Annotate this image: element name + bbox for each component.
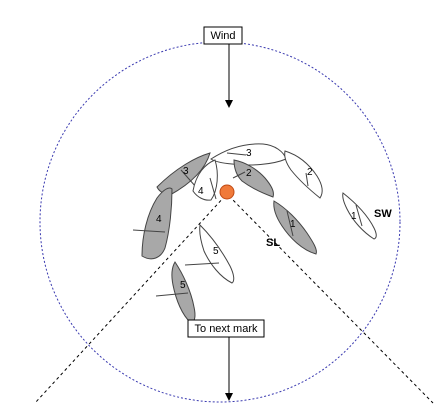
boat-shaded-2: 2 xyxy=(232,159,274,198)
boat-number: 3 xyxy=(246,148,252,159)
boat-white-5: 5 xyxy=(184,223,235,284)
boat-shaded-5: 5 xyxy=(155,261,196,324)
boat-number: 4 xyxy=(156,214,162,225)
tag-sl: SL xyxy=(266,237,280,249)
boat-shaded-1: 1 xyxy=(273,200,317,255)
boat-number: 1 xyxy=(351,211,357,222)
wind-label: Wind xyxy=(210,30,235,42)
boat-number: 2 xyxy=(307,167,313,178)
boat-number: 5 xyxy=(213,246,219,257)
mark-buoy xyxy=(219,184,235,200)
boat-number: 3 xyxy=(183,166,189,177)
next-mark-label: To next mark xyxy=(195,323,258,335)
boat-white-4: 4 xyxy=(192,159,218,201)
boat-number: 5 xyxy=(180,280,186,291)
boat-number: 4 xyxy=(198,186,204,197)
tag-sw: SW xyxy=(374,208,392,220)
boat-white-2: 2 xyxy=(284,150,323,199)
boat-shaded-4: 4 xyxy=(132,187,173,260)
layline-right xyxy=(228,195,434,404)
boat-white-1: 1 xyxy=(342,192,377,240)
boat-number: 2 xyxy=(246,168,252,179)
three-length-zone-circle xyxy=(39,41,401,403)
wind-label-box xyxy=(203,26,243,45)
boat-number: 1 xyxy=(290,219,296,230)
next-mark-label-box xyxy=(187,319,265,338)
boat-white-3: 3 xyxy=(210,143,287,166)
layline-left xyxy=(34,195,226,404)
